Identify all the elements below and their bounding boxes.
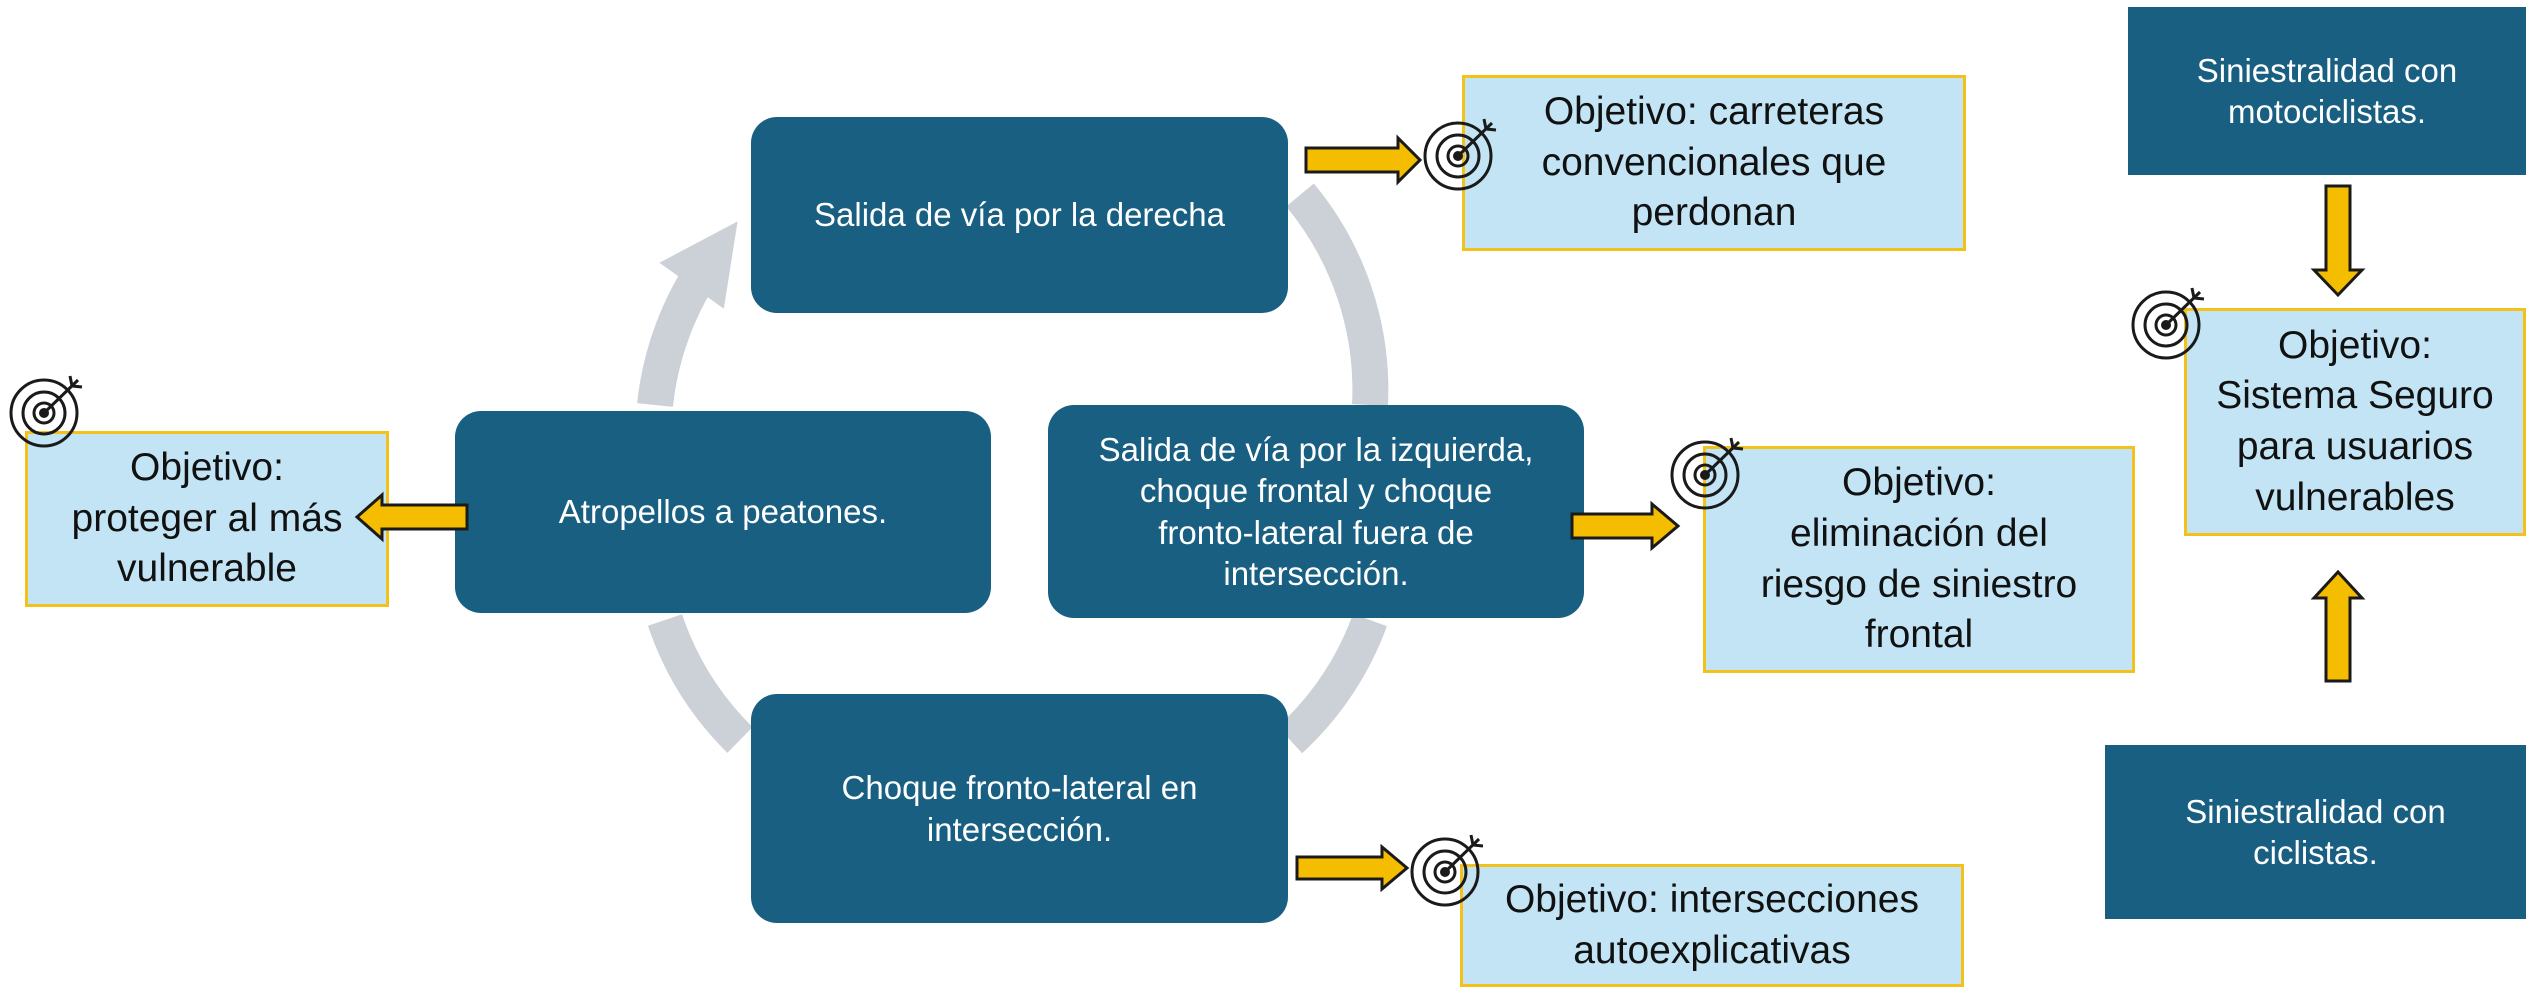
motorcyclists-box: Siniestralidad con motociclistas. xyxy=(2128,7,2526,175)
left-departure-label: Salida de vía por la izquierda, choque f… xyxy=(1098,431,1534,592)
objective-self-explaining: Objetivo: intersecciones autoexplicativa… xyxy=(1460,864,1964,987)
cycle-arc-top-right xyxy=(1286,183,1389,406)
objective-protect-vulnerable-text: Objetivo: proteger al más vulnerable xyxy=(71,445,343,591)
objective-forgiving-roads: Objetivo: carreteras convencionales que … xyxy=(1462,75,1966,251)
pedestrians-label: Atropellos a peatones. xyxy=(558,493,888,531)
right-departure-label: Salida de vía por la derecha xyxy=(814,196,1225,234)
arrow-up-icon xyxy=(2310,569,2366,683)
objective-safe-system: Objetivo: Sistema Seguro para usuarios v… xyxy=(2184,308,2526,536)
objective-self-explaining-text: Objetivo: intersecciones autoexplicativa… xyxy=(1504,877,1920,972)
target-icon xyxy=(2131,287,2205,360)
intersection-crash-box: Choque fronto-lateral en intersección. xyxy=(751,694,1288,923)
target-icon xyxy=(1670,437,1744,510)
target-icon xyxy=(9,375,83,448)
objective-forgiving-roads-text: Objetivo: carreteras convencionales que … xyxy=(1541,89,1887,235)
arrow-right-icon xyxy=(1295,843,1410,893)
arrow-right-icon xyxy=(1570,500,1681,552)
arrow-right-icon xyxy=(1304,134,1423,186)
intersection-crash-label: Choque fronto-lateral en intersección. xyxy=(841,769,1198,848)
objective-protect-vulnerable: Objetivo: proteger al más vulnerable xyxy=(25,431,389,607)
target-icon xyxy=(1410,834,1484,907)
arrow-left-icon xyxy=(354,491,469,543)
cycle-arc-bottom-left xyxy=(647,613,753,753)
arrow-down-icon xyxy=(2310,184,2366,298)
right-departure-box: Salida de vía por la derecha xyxy=(751,117,1288,313)
cycle-arc-bottom-right xyxy=(1277,613,1387,754)
pedestrians-box: Atropellos a peatones. xyxy=(455,411,991,613)
cyclists-box: Siniestralidad con ciclistas. xyxy=(2105,745,2526,919)
objective-safe-system-text: Objetivo: Sistema Seguro para usuarios v… xyxy=(2216,323,2494,519)
objective-frontal-risk-text: Objetivo: eliminación del riesgo de sini… xyxy=(1760,461,2078,657)
cycle-arc-top-left xyxy=(637,221,738,408)
objective-frontal-risk: Objetivo: eliminación del riesgo de sini… xyxy=(1703,446,2135,673)
motorcyclists-label: Siniestralidad con motociclistas. xyxy=(2196,51,2458,130)
target-icon xyxy=(1423,118,1497,191)
left-departure-box: Salida de vía por la izquierda, choque f… xyxy=(1048,405,1584,618)
cyclists-label: Siniestralidad con ciclistas. xyxy=(2185,792,2446,871)
